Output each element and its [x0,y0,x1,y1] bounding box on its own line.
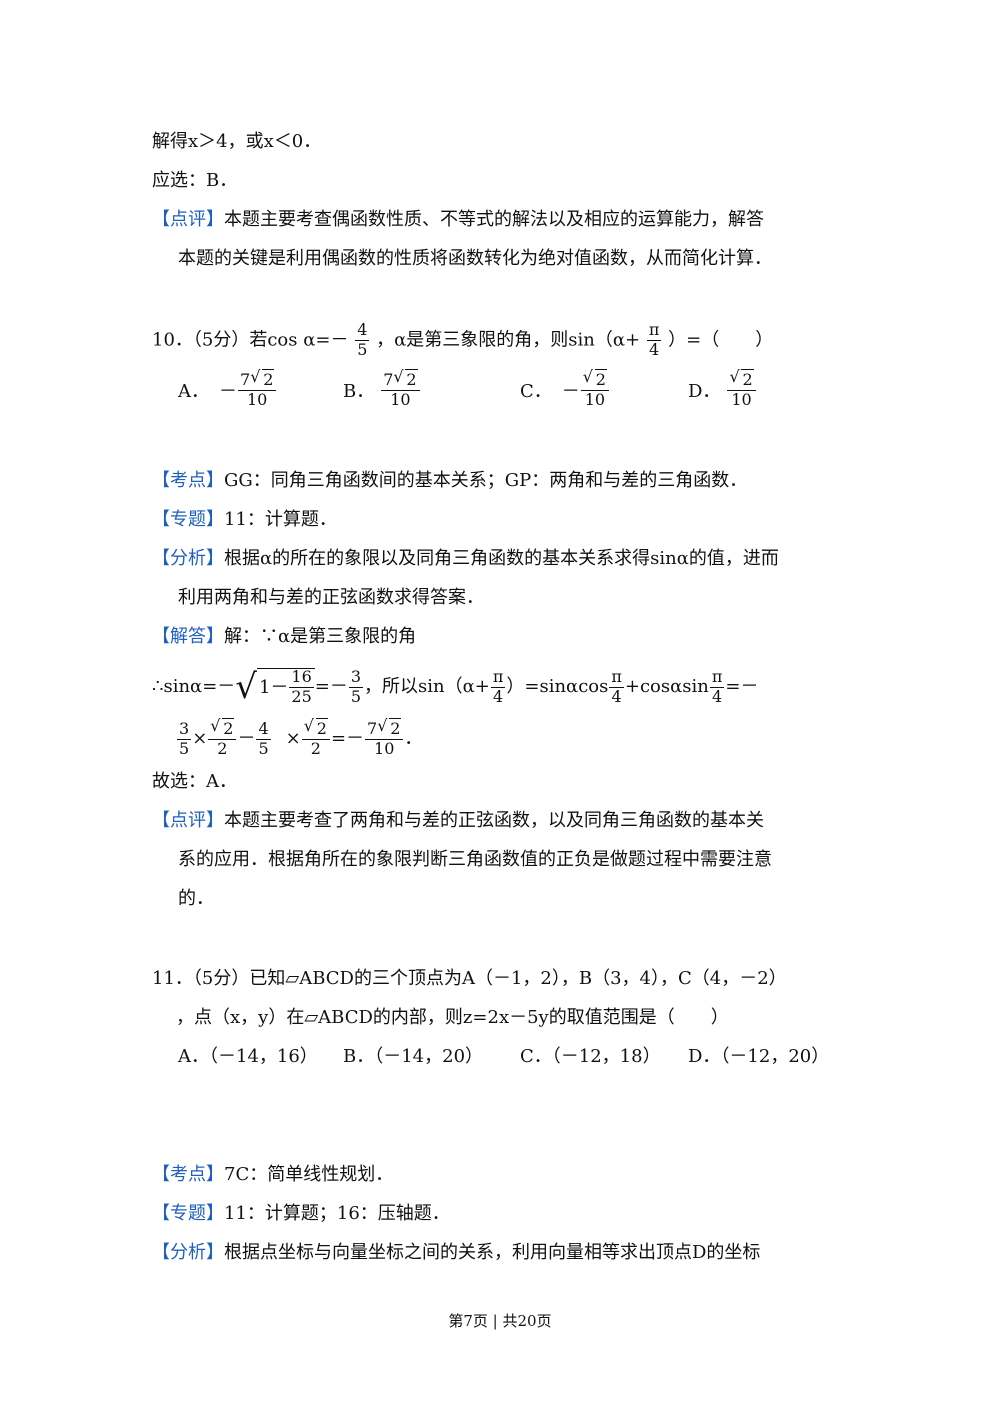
review-line: 【点评】本题主要考查偶函数性质、不等式的解法以及相应的运算能力，解答 [152,211,764,229]
review-tag: 【点评】 [152,209,224,230]
analysis: 【分析】根据α的所在的象限以及同角三角函数的基本关系求得sinα的值，进而 [152,548,779,569]
option-d[interactable]: D．（－12，20） [688,1046,830,1067]
analysis-cont: 利用两角和与差的正弦函数求得答案． [178,587,484,608]
question-11-stem-cont: ，点（x，y）在▱ABCD的内部，则z=2x－5y的取值范围是（ ） [176,1007,729,1028]
knowledge-point: 【考点】GG：同角三角函数间的基本关系；GP：两角和与差的三角函数． [152,470,748,491]
question-11-stem: 11．（5分）已知▱ABCD的三个顶点为A（－1，2），B（3，4），C（4，－… [152,968,787,989]
topic: 【专题】11：计算题；16：压轴题． [152,1203,450,1224]
page-footer: 第7页 | 共20页 [448,1312,552,1330]
knowledge-point: 【考点】7C：简单线性规划． [152,1164,394,1185]
text-line: 应选：B． [152,170,238,191]
review-cont: 的． [178,888,214,909]
review-text: 本题主要考查偶函数性质、不等式的解法以及相应的运算能力，解答 [224,209,764,230]
review-cont: 系的应用．根据角所在的象限判断三角函数值的正负是做题过程中需要注意 [178,849,772,870]
option-b[interactable]: B．（－14，20） [343,1046,484,1067]
review-text: 本题的关键是利用偶函数的性质将函数转化为绝对值函数，从而简化计算． [178,248,772,269]
option-a[interactable]: A．（－14，16） [178,1046,318,1067]
option-c[interactable]: C．（－12，18） [520,1046,661,1067]
answer-choice: 故选：A． [152,771,237,792]
text-line: 解得x＞4，或x＜0． [152,131,322,152]
topic: 【专题】11：计算题． [152,509,337,530]
review: 【点评】本题主要考查了两角和与差的正弦函数，以及同角三角函数的基本关 [152,810,764,831]
analysis: 【分析】根据点坐标与向量坐标之间的关系，利用向量相等求出顶点D的坐标 [152,1242,761,1263]
solution: 【解答】解：∵α是第三象限的角 [152,626,417,647]
